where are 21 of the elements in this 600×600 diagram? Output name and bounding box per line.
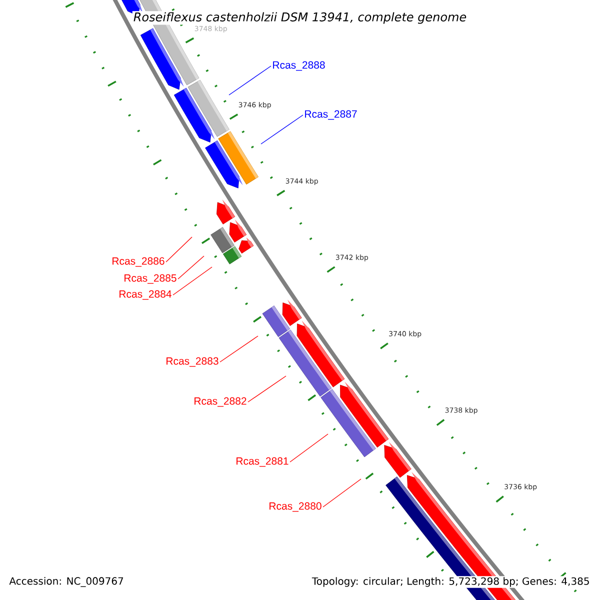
leader-line (322, 478, 362, 508)
genome-info-label: Topology: circular; Length: 5,723,298 bp; Genes: 4,385 (310, 576, 591, 588)
leader-line (220, 336, 258, 362)
gene-label: Rcas_2881 (236, 457, 288, 467)
gene-label: Rcas_2882 (194, 397, 246, 407)
leader-line (290, 434, 328, 462)
gene-label: Rcas_2884 (120, 290, 172, 300)
title: Roseiflexus castenholzii DSM 13941, complete genome (132, 11, 468, 25)
gene-label: Rcas_2883 (166, 357, 218, 367)
leader-line (178, 256, 204, 280)
leader-line (166, 236, 192, 262)
gene-label: Rcas_2887 (305, 110, 357, 120)
leader-line (228, 66, 272, 96)
leader-line (248, 376, 286, 402)
leader-line (260, 114, 304, 144)
gene-label: Rcas_2880 (270, 502, 322, 512)
leader-line (172, 266, 212, 296)
gene-label: Rcas_2888 (273, 61, 325, 71)
gene-label: Rcas_2886 (112, 257, 164, 267)
accession-label: Accession: NC_009767 (8, 576, 125, 588)
gene-label: Rcas_2885 (124, 274, 176, 284)
